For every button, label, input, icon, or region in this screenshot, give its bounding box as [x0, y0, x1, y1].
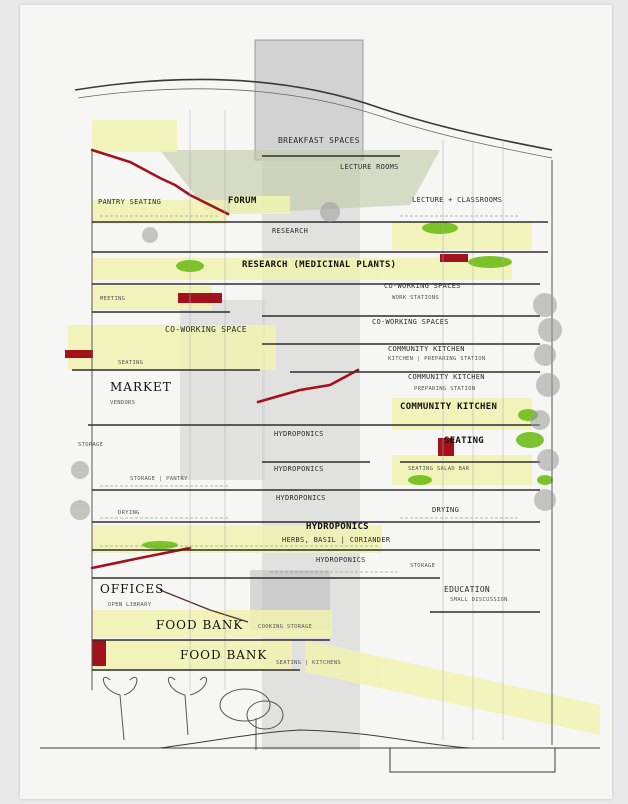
hydroponics-5-label: HYDROPONICS [316, 556, 366, 564]
circulation-ramps [90, 148, 360, 570]
furniture-lines [100, 215, 520, 573]
preparing-station-label: PREPARING STATION [414, 386, 476, 392]
seating-salad-bar-label: SEATING SALAD BAR [408, 466, 470, 472]
ground-structure [102, 676, 284, 750]
storage-pantry-label: STORAGE | PANTRY [130, 476, 188, 482]
co-working-spaces-1-label: CO-WORKING SPACES [384, 282, 461, 290]
red-marker-blocks [65, 254, 468, 666]
facade-mullions [189, 110, 504, 740]
food-bank-2-label: FOOD BANK [180, 648, 268, 662]
food-bank-1-label: FOOD BANK [156, 618, 244, 632]
offices-label: OFFICES [100, 582, 165, 596]
roof-underside [77, 88, 553, 159]
hydroponics-1-label: HYDROPONICS [274, 430, 324, 438]
seating-right-label: SEATING [444, 436, 485, 446]
research-top-label: RESEARCH [272, 227, 309, 235]
lower-ramp [159, 589, 249, 623]
small-discussion-label: SMALL DISCUSSION [450, 597, 508, 603]
market-label: MARKET [110, 380, 172, 394]
sketched-trees [70, 202, 562, 520]
hydroponics-3-label: HYDROPONICS [276, 494, 326, 502]
curved-roof [74, 78, 553, 151]
hydroponics-2-label: HYDROPONICS [274, 465, 324, 473]
hydroponics-4-label: HYDROPONICS [306, 522, 369, 532]
ground-line [40, 729, 600, 773]
community-kitchen-2-label: COMMUNITY KITCHEN [408, 373, 485, 381]
rear-tower [254, 39, 364, 161]
research-medicinal-label: RESEARCH (MEDICINAL PLANTS) [242, 260, 397, 270]
co-working-spaces-2-label: CO-WORKING SPACES [372, 318, 449, 326]
storage-cooking-label: COOKING STORAGE [258, 624, 313, 630]
lecture-classrooms-label: LECTURE + CLASSROOMS [412, 196, 503, 204]
pantry-seating-label: PANTRY SEATING [98, 198, 162, 206]
floor-slabs [72, 155, 548, 671]
seating-kitchens-label: SEATING | KITCHENS [276, 660, 342, 666]
meeting-label: MEETING [100, 296, 126, 302]
herbs-basil-label: HERBS, BASIL | CORIANDER [282, 536, 391, 544]
drying-left-label: DRYING [118, 510, 140, 516]
lecture-rooms-label: LECTURE ROOMS [340, 163, 399, 171]
highlight-bands [68, 120, 600, 735]
green-plants [142, 222, 553, 549]
forum-label: FORUM [228, 196, 257, 206]
storage-right-label: STORAGE [410, 563, 436, 569]
co-working-space-label: CO-WORKING SPACE [165, 325, 247, 334]
drying-right-label: DRYING [432, 506, 460, 514]
seating-left-label: SEATING [118, 360, 144, 366]
community-kitchen-1-label: COMMUNITY KITCHEN [388, 345, 465, 353]
open-library-label: OPEN LIBRARY [108, 602, 152, 608]
vendors-label: VENDORS [110, 400, 136, 406]
education-label: EDUCATION [444, 585, 491, 594]
kitchen-preparing-station-label: KITCHEN | PREPARING STATION [388, 356, 486, 362]
breakfast-spaces-label: BREAKFAST SPACES [278, 136, 360, 145]
work-stations-label: WORK STATIONS [392, 295, 439, 301]
storage-left-label: STORAGE [78, 442, 104, 448]
community-kitchen-3-label: COMMUNITY KITCHEN [400, 402, 498, 412]
